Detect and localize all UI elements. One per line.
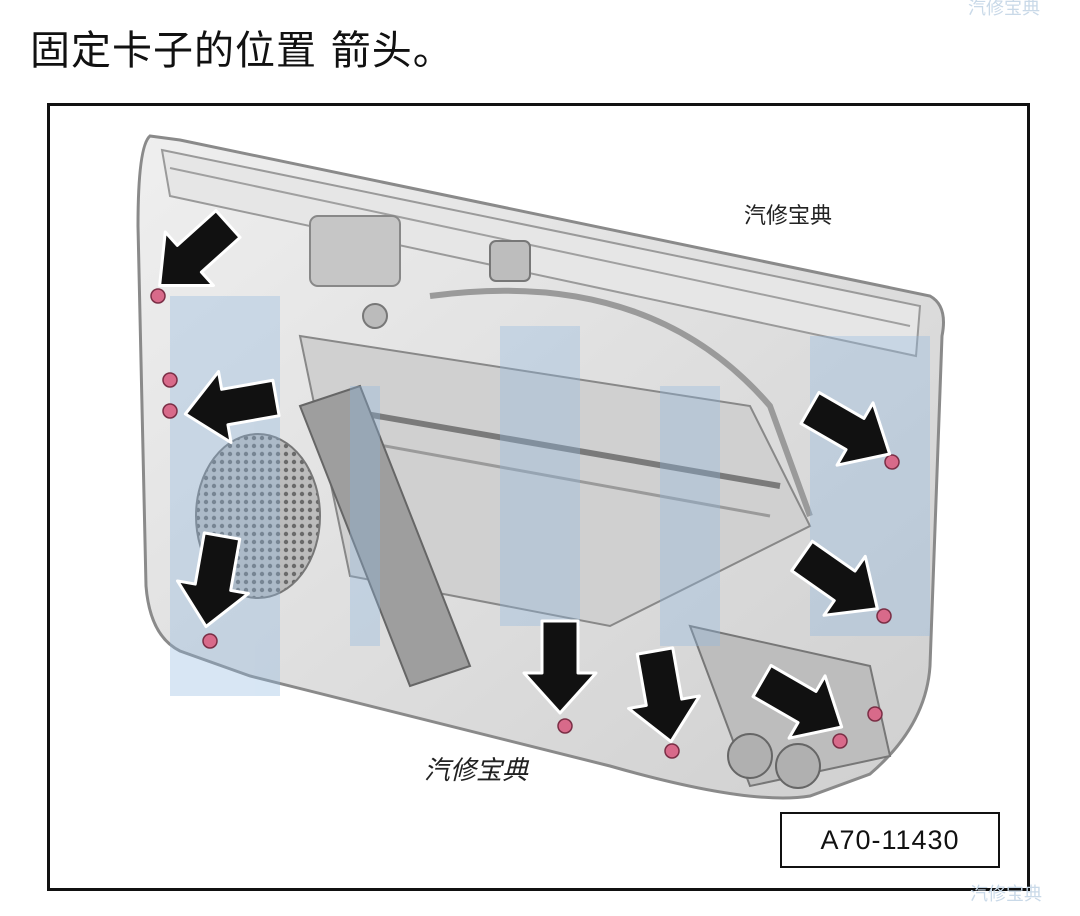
- watermark-text-1: 汽修宝典: [744, 204, 833, 229]
- blue-watermark: [170, 296, 930, 696]
- arrow-7: [799, 390, 892, 467]
- corner-watermark-top: 汽修宝典: [968, 0, 1040, 19]
- arrow-5: [627, 646, 701, 744]
- arrow-6: [751, 663, 844, 740]
- arrow-1: [158, 209, 242, 288]
- arrow-3: [176, 531, 250, 629]
- clip-markers: [150, 288, 900, 759]
- arrow-2: [183, 370, 281, 444]
- page-caption: 固定卡子的位置 箭头。: [30, 28, 454, 74]
- arrow-4: [522, 619, 598, 715]
- arrow-8: [790, 539, 879, 617]
- figure-id-label: A70-11430: [780, 812, 1000, 868]
- door-panel-illustration: [136, 134, 945, 800]
- watermark-text-2: 汽修宝典: [424, 756, 529, 786]
- corner-watermark-bottom: 汽修宝典: [970, 884, 1042, 905]
- arrows: [158, 209, 892, 744]
- figure-frame: 汽修宝典 汽修宝典 A70-11430: [47, 103, 1030, 891]
